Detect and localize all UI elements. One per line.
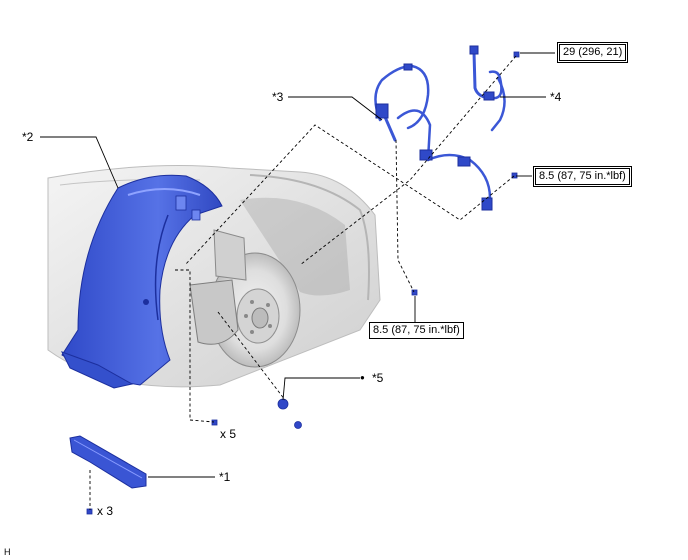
callout-4: *4 [550, 90, 562, 104]
callout-3: *3 [272, 90, 284, 104]
callout-5-bullet: ● [360, 373, 365, 382]
corner-mark: H [4, 547, 11, 557]
torque-spec-harness-bolt: 8.5 (87, 75 in.*lbf) [533, 166, 632, 187]
torque-spec-sensor-bolt: 29 (296, 21) [557, 42, 629, 63]
callout-1: *1 [219, 470, 231, 484]
quantity-clips: x 5 [220, 427, 237, 441]
brake-caliper [189, 229, 247, 345]
bolt-markers [86, 51, 520, 515]
speed-sensor-part [469, 45, 506, 132]
callout-5: *5 [372, 371, 384, 385]
lower-bracket-part [69, 435, 147, 489]
torque-spec-clamp-bolt: 8.5 (87, 75 in.*lbf) [369, 322, 464, 339]
fender-liner-part [60, 174, 223, 389]
leader-lines [40, 52, 555, 478]
dashed-guides [89, 55, 517, 510]
callout-2: *2 [22, 130, 34, 144]
quantity-bracket-clips: x 3 [97, 504, 114, 518]
speed-sensor-harness [374, 63, 493, 211]
